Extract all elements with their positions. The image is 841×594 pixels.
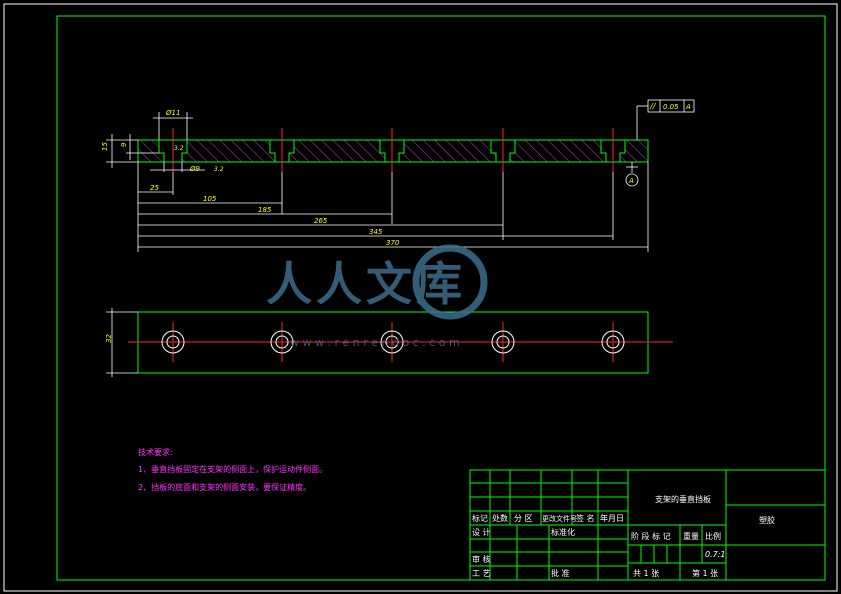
dim-d1: 105	[203, 195, 217, 203]
roughness-mark-2: 3.2	[214, 166, 224, 173]
tb-process: 工 艺	[472, 569, 491, 578]
tb-standardize: 标准化	[551, 527, 575, 537]
gdt-tolerance: 0.05	[663, 103, 679, 111]
dim-thickness: 15	[101, 142, 109, 151]
dim-cbore-depth: 9	[120, 142, 128, 147]
datum-symbol	[625, 162, 639, 187]
dim-width: 32	[105, 334, 113, 343]
front-view: 15 9 Ø11 Ø9 3.2 3.2	[101, 99, 695, 252]
tb-weight: 重量	[683, 531, 699, 541]
tb-zone: 分 区	[514, 514, 533, 523]
dim-hole-dia: Ø11	[165, 109, 180, 117]
tb-total: 共 1 张	[633, 569, 659, 578]
dim-d3: 265	[314, 217, 328, 225]
tb-change-doc: 更改文件号	[542, 514, 577, 523]
outer-frame	[3, 3, 838, 592]
tb-check: 审 核	[472, 554, 491, 564]
tb-material: 塑胶	[759, 515, 775, 525]
tb-count: 处数	[492, 513, 508, 523]
tech-title: 技术要求:	[138, 447, 173, 457]
title-block	[469, 469, 826, 581]
watermark-text: 人人文库	[266, 257, 466, 311]
tb-mark: 标记	[472, 513, 488, 523]
front-centerlines	[172, 128, 614, 172]
tb-scale-value: 0.7:1	[705, 550, 726, 559]
tb-stage-mark: 阶 段 标 记	[631, 531, 671, 541]
gdt-symbol: //	[649, 102, 657, 111]
watermark-url: w w w . r e n r e n d o c . c o m	[290, 336, 460, 349]
front-outline	[137, 139, 649, 163]
tb-date: 年月日	[600, 513, 624, 523]
inner-frame	[56, 15, 826, 581]
top-holes	[161, 322, 625, 362]
dim-overall: 370	[386, 239, 400, 247]
gdt-frame	[636, 99, 695, 140]
dim-first: 25	[150, 184, 159, 192]
gdt-datum: A	[685, 103, 691, 111]
datum-label: A	[628, 177, 634, 185]
watermark: 人人文库 w w w . r e n r e n d o c . c o m	[266, 244, 488, 349]
tb-part-name: 支架的垂直挡板	[655, 494, 711, 504]
dim-d2: 185	[258, 206, 272, 214]
tech-item-2: 2、挡板的底面和支架的侧面安装，要保证精度。	[138, 482, 311, 492]
tb-sign: 签 名	[576, 513, 595, 523]
tb-design: 设 计	[472, 527, 491, 537]
dim-d4: 345	[369, 228, 383, 236]
tb-approve: 批 准	[551, 568, 570, 578]
tb-sheet: 第 1 张	[692, 568, 718, 578]
tech-item-1: 1、垂直挡板固定在支架的侧面上，保护运动件侧面。	[138, 464, 327, 474]
top-view: 32	[105, 308, 673, 377]
roughness-mark: 3.2	[174, 145, 184, 152]
tb-scale-label: 比例	[705, 531, 721, 541]
tech-requirements: 技术要求: 1、垂直挡板固定在支架的侧面上，保护运动件侧面。 2、挡板的底面和支…	[138, 447, 327, 492]
title-block-text: 支架的垂直挡板 塑胶 标记 处数 分 区 更改文件号 签 名 年月日 设 计 标…	[472, 494, 775, 578]
dim-cbore-dia: Ø9	[189, 165, 201, 173]
